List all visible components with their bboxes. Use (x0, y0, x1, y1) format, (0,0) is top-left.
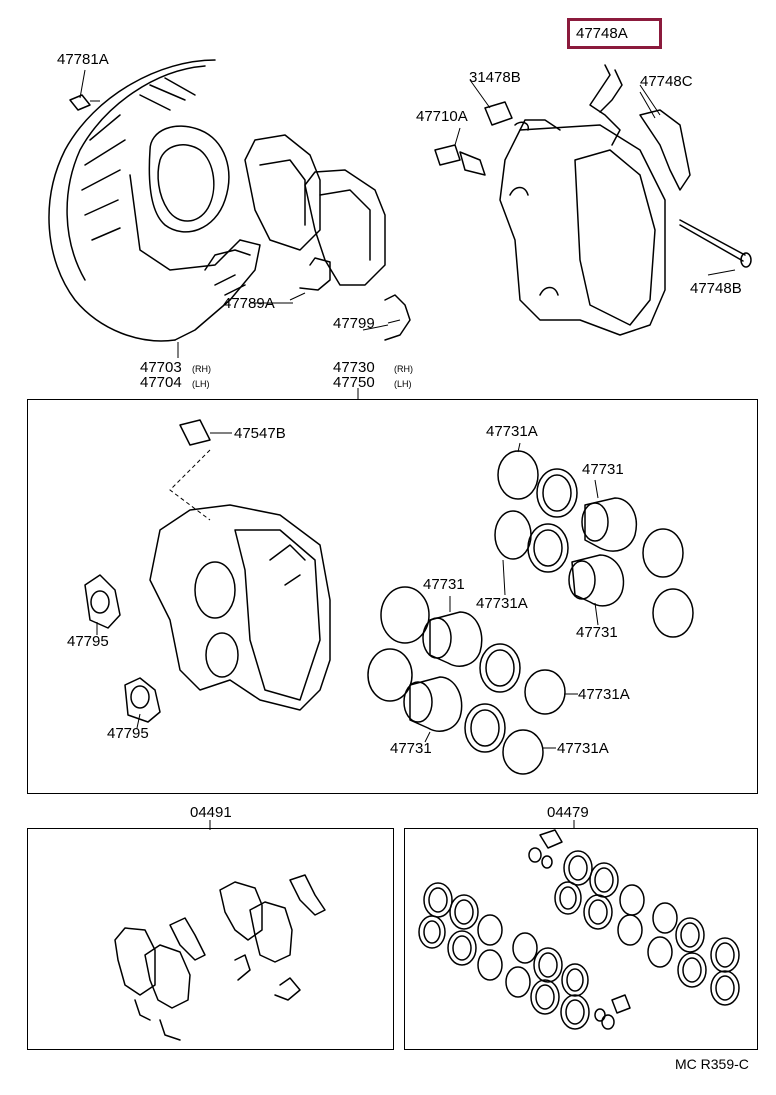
diagram-reference-code: MC R359-C (675, 1056, 749, 1072)
part-label-31478B[interactable]: 31478B (469, 69, 521, 86)
part-label-47731-1[interactable]: 47731 (582, 461, 624, 478)
part-label-47731A-2[interactable]: 47731A (476, 595, 528, 612)
part-label-47703[interactable]: 47703 (140, 359, 182, 376)
part-label-47731A-4[interactable]: 47731A (557, 740, 609, 757)
part-label-47731-4[interactable]: 47731 (390, 740, 432, 757)
caliper-top-drawing (434, 64, 752, 336)
part-label-47704[interactable]: 47704 (140, 374, 182, 391)
part-label-47781A[interactable]: 47781A (57, 51, 109, 68)
part-label-47731A-3[interactable]: 47731A (578, 686, 630, 703)
suffix-lh-2: (LH) (394, 379, 412, 389)
suffix-lh-1: (LH) (192, 379, 210, 389)
kit-04491-frame (27, 828, 394, 1050)
part-label-47795-2[interactable]: 47795 (107, 725, 149, 742)
suffix-rh-1: (RH) (192, 364, 211, 374)
part-label-04491[interactable]: 04491 (190, 804, 232, 821)
kit-04491-drawing (114, 874, 326, 1041)
part-label-47731-2[interactable]: 47731 (423, 576, 465, 593)
caliper-assembly-frame (27, 399, 758, 794)
leader-lines (79, 69, 736, 830)
part-label-47799[interactable]: 47799 (333, 315, 375, 332)
part-label-47731-3[interactable]: 47731 (576, 624, 618, 641)
part-label-47547B[interactable]: 47547B (234, 425, 286, 442)
highlighted-part-box (567, 18, 662, 49)
kit-04479-drawing (418, 829, 740, 1030)
brake-pads-drawing (244, 134, 411, 341)
part-label-47710A[interactable]: 47710A (416, 108, 468, 125)
suffix-rh-2: (RH) (394, 364, 413, 374)
part-label-47750[interactable]: 47750 (333, 374, 375, 391)
part-label-47748B[interactable]: 47748B (690, 280, 742, 297)
part-label-47789A[interactable]: 47789A (223, 295, 275, 312)
part-label-47748C[interactable]: 47748C (640, 73, 693, 90)
part-label-47730[interactable]: 47730 (333, 359, 375, 376)
part-label-04479[interactable]: 04479 (547, 804, 589, 821)
dust-shield-drawing (48, 59, 261, 358)
pistons-seals-drawing (367, 450, 694, 775)
caliper-assembly-drawing (84, 419, 331, 723)
part-label-47748A[interactable]: 47748A (576, 25, 628, 42)
part-label-47731A-1[interactable]: 47731A (486, 423, 538, 440)
kit-04479-frame (404, 828, 758, 1050)
part-label-47795-1[interactable]: 47795 (67, 633, 109, 650)
